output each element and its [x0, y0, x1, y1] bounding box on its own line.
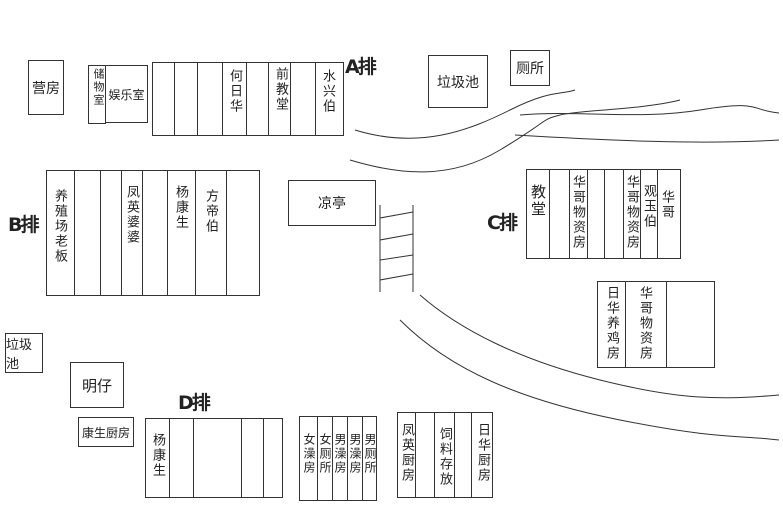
room-label: 华哥物资房: [637, 286, 652, 361]
room-label: 饲料存放: [437, 427, 452, 487]
room-label: 凤英婆婆: [124, 185, 139, 245]
garbage-pit-top: 垃圾池: [428, 55, 488, 108]
ladder-rung: [379, 254, 414, 261]
stream-line: [399, 319, 780, 441]
row-b-block: 养殖场老板 凤英婆婆 杨康生 方帝伯: [46, 170, 260, 296]
room-label: 养殖场老板: [52, 189, 67, 264]
room-label: 教堂: [529, 184, 547, 218]
room-label: 何日华: [227, 69, 242, 114]
barracks: 营房: [28, 60, 64, 115]
toilet: 厕所: [510, 50, 550, 86]
pavilion: 凉亭: [288, 180, 376, 226]
room-label: 前教堂: [273, 67, 288, 112]
stream-line: [419, 294, 780, 399]
row-d-block: 杨康生: [145, 418, 283, 498]
kangsheng-kitchen: 康生厨房: [78, 417, 134, 447]
room-label: 观玉伯: [641, 184, 656, 229]
storage-label: 储物室: [92, 68, 105, 107]
row-label-c: C排: [487, 212, 518, 234]
room-label: 男澡房: [333, 433, 347, 475]
stream-line: [514, 134, 780, 143]
stream-line: [519, 105, 780, 116]
ladder-rung: [379, 233, 414, 241]
ladder-rung: [379, 211, 414, 219]
row-label-b: B排: [8, 214, 40, 236]
row-c2-block: 日华养鸡房 华哥物资房: [597, 281, 715, 368]
room-label: 水兴伯: [320, 69, 335, 114]
room-label: 日华养鸡房: [604, 286, 619, 361]
row-a-block: 何日华 前教堂 水兴伯: [152, 62, 344, 136]
ladder-rung: [379, 273, 414, 281]
room-label: 男澡房: [348, 433, 362, 475]
stream-line: [349, 99, 681, 173]
room-label: 杨康生: [173, 185, 188, 230]
mingzai-house: 明仔: [70, 362, 124, 408]
row-label-d: D排: [178, 392, 211, 414]
room-label: 方帝伯: [203, 189, 218, 234]
storage-room: 储物室: [88, 65, 106, 124]
bath-block: 女澡房 女厕所 男澡房 男澡房 男厕所: [299, 416, 377, 501]
kitchen-block: 凤英厨房 饲料存放 日华厨房: [397, 412, 493, 498]
recreation-room: 娱乐室: [105, 65, 148, 123]
room-label: 男厕所: [363, 433, 377, 475]
room-label: 华哥: [659, 190, 674, 220]
room-label: 华哥物资房: [624, 175, 639, 250]
row-label-a: A排: [345, 56, 377, 78]
room-label: 女厕所: [318, 433, 332, 475]
room-label: 日华厨房: [475, 423, 490, 483]
room-label: 凤英厨房: [399, 423, 414, 483]
room-label: 女澡房: [302, 433, 316, 475]
room-label: 杨康生: [150, 433, 165, 478]
stream-line: [354, 89, 576, 139]
row-c-block: 教堂 华哥物资房 华哥物资房 观玉伯 华哥: [526, 169, 681, 259]
garbage-pit-left: 垃圾池: [5, 333, 43, 373]
room-label: 华哥物资房: [570, 175, 585, 250]
